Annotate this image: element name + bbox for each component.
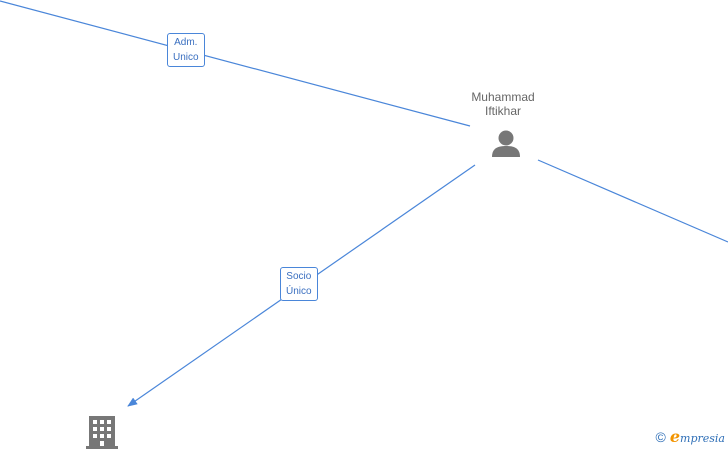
building-icon[interactable]: [86, 416, 118, 449]
edge-adm-unico: [0, 0, 471, 127]
edge-person-right: [537, 159, 728, 243]
person-name-line1: Muhammad: [471, 90, 535, 104]
edge-label-line1: Adm.: [174, 37, 198, 48]
edge-label-line1: Socio: [286, 271, 312, 282]
copyright-symbol: ©: [655, 429, 666, 445]
brand-logo-e: e: [669, 427, 681, 446]
edge-label-socio-unico[interactable]: Socio Único: [280, 267, 318, 301]
edge-label-line2: Unico: [173, 52, 199, 63]
person-name[interactable]: Muhammad Iftikhar: [448, 90, 558, 118]
edge-label-adm-unico[interactable]: Adm. Unico: [167, 33, 205, 67]
person-name-line2: Iftikhar: [484, 104, 521, 118]
brand-logo: empresia: [670, 427, 725, 446]
empresia-watermark: ©empresia: [656, 427, 725, 446]
brand-logo-rest: mpresia: [680, 432, 725, 445]
person-icon[interactable]: [492, 130, 520, 158]
edge-label-line2: Único: [286, 286, 312, 297]
